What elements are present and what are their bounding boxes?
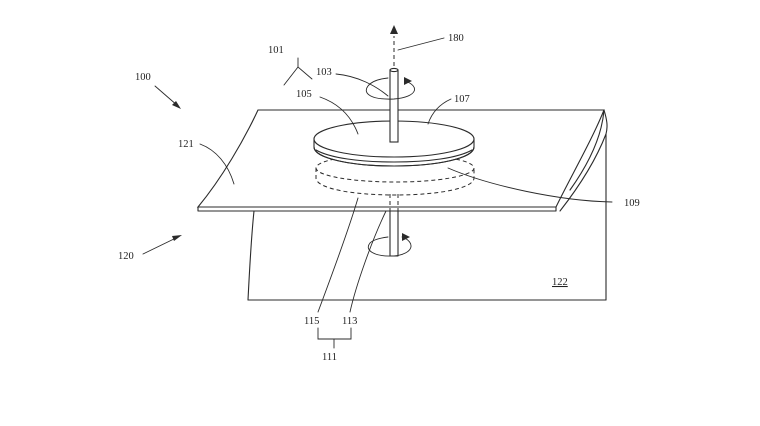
label-115: 115 (304, 316, 319, 327)
label-105: 105 (296, 89, 312, 100)
label-103: 103 (316, 67, 332, 78)
label-109: 109 (624, 198, 640, 209)
label-180: 180 (448, 33, 464, 44)
leader-lines (142, 37, 613, 349)
label-100: 100 (135, 72, 151, 83)
label-111: 111 (322, 352, 337, 363)
label-113: 113 (342, 316, 357, 327)
label-101: 101 (268, 45, 284, 56)
label-122: 122 (552, 277, 568, 288)
axis-arrow-180 (390, 25, 398, 66)
label-107: 107 (454, 94, 470, 105)
upper-shaft-103 (389, 67, 399, 143)
rotation-arrow-upper (365, 77, 415, 100)
reference-labels: 100 101 103 105 107 109 111 113 115 120 … (118, 33, 640, 363)
rotation-arrow-lower (367, 233, 412, 257)
label-121: 121 (178, 139, 194, 150)
label-120: 120 (118, 251, 134, 262)
